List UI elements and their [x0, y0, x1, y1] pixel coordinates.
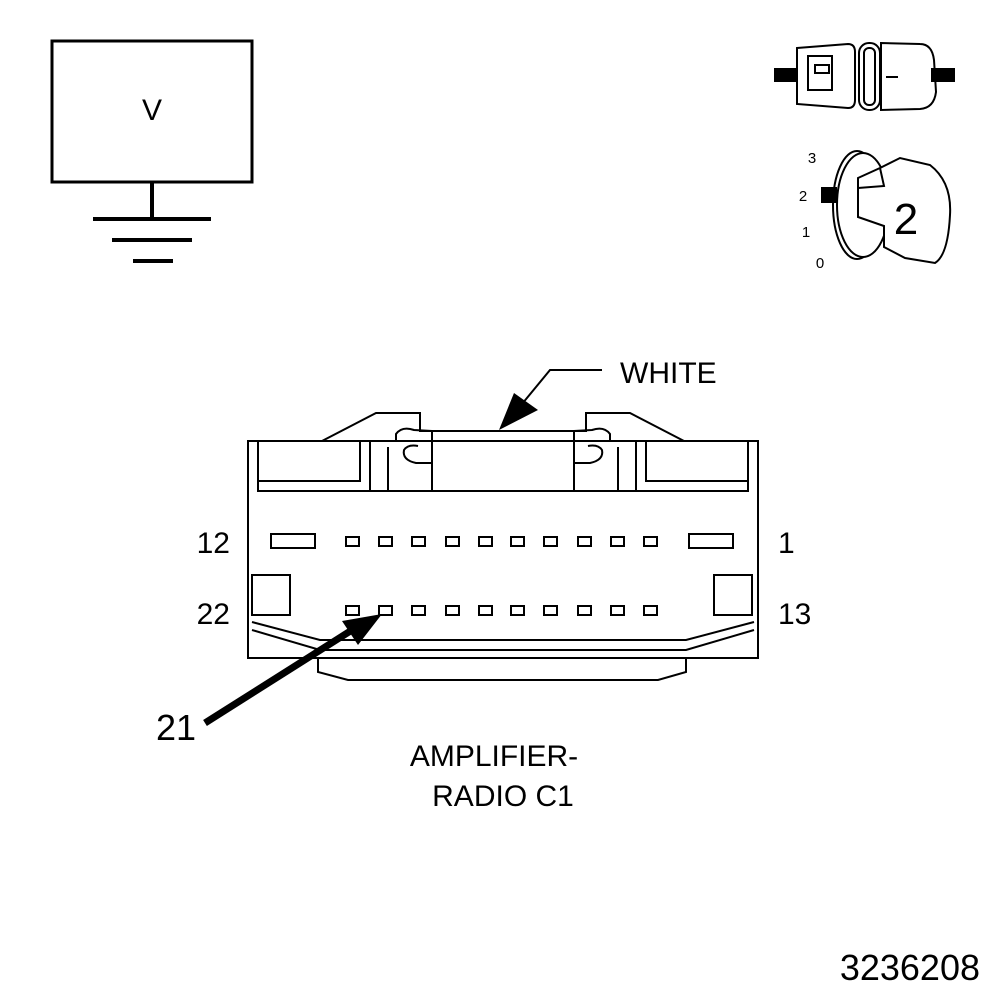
voltmeter-box — [50, 39, 254, 184]
color-leader-arrow — [499, 369, 602, 430]
connector-face — [247, 412, 759, 681]
ignition-position-0: 0 — [816, 255, 824, 272]
pin-label-1: 1 — [778, 527, 795, 560]
pin-label-22: 22 — [197, 598, 230, 631]
ground-icon — [93, 182, 211, 263]
callout-pin-label: 21 — [156, 707, 196, 748]
ignition-position-3: 3 — [808, 150, 816, 167]
voltmeter-symbol: V — [50, 39, 254, 263]
ignition-selected-position: 2 — [894, 195, 918, 244]
voltmeter-label: V — [142, 94, 162, 127]
connector-color-label: WHITE — [620, 357, 717, 390]
ignition-position-1: 1 — [802, 224, 810, 241]
pin-label-12: 12 — [197, 527, 230, 560]
ignition-position-2: 2 — [799, 188, 807, 205]
pin-21-callout-arrow — [203, 614, 382, 726]
ignition-position-marker — [821, 187, 837, 203]
figure-id: 3236208 — [840, 947, 980, 988]
connector-disconnect-icon — [774, 41, 955, 112]
pin-label-13: 13 — [778, 598, 811, 631]
connector-name-line2: RADIO C1 — [432, 780, 574, 813]
connector-name-line1: AMPLIFIER- — [410, 740, 578, 773]
ignition-key-icon — [821, 150, 952, 265]
